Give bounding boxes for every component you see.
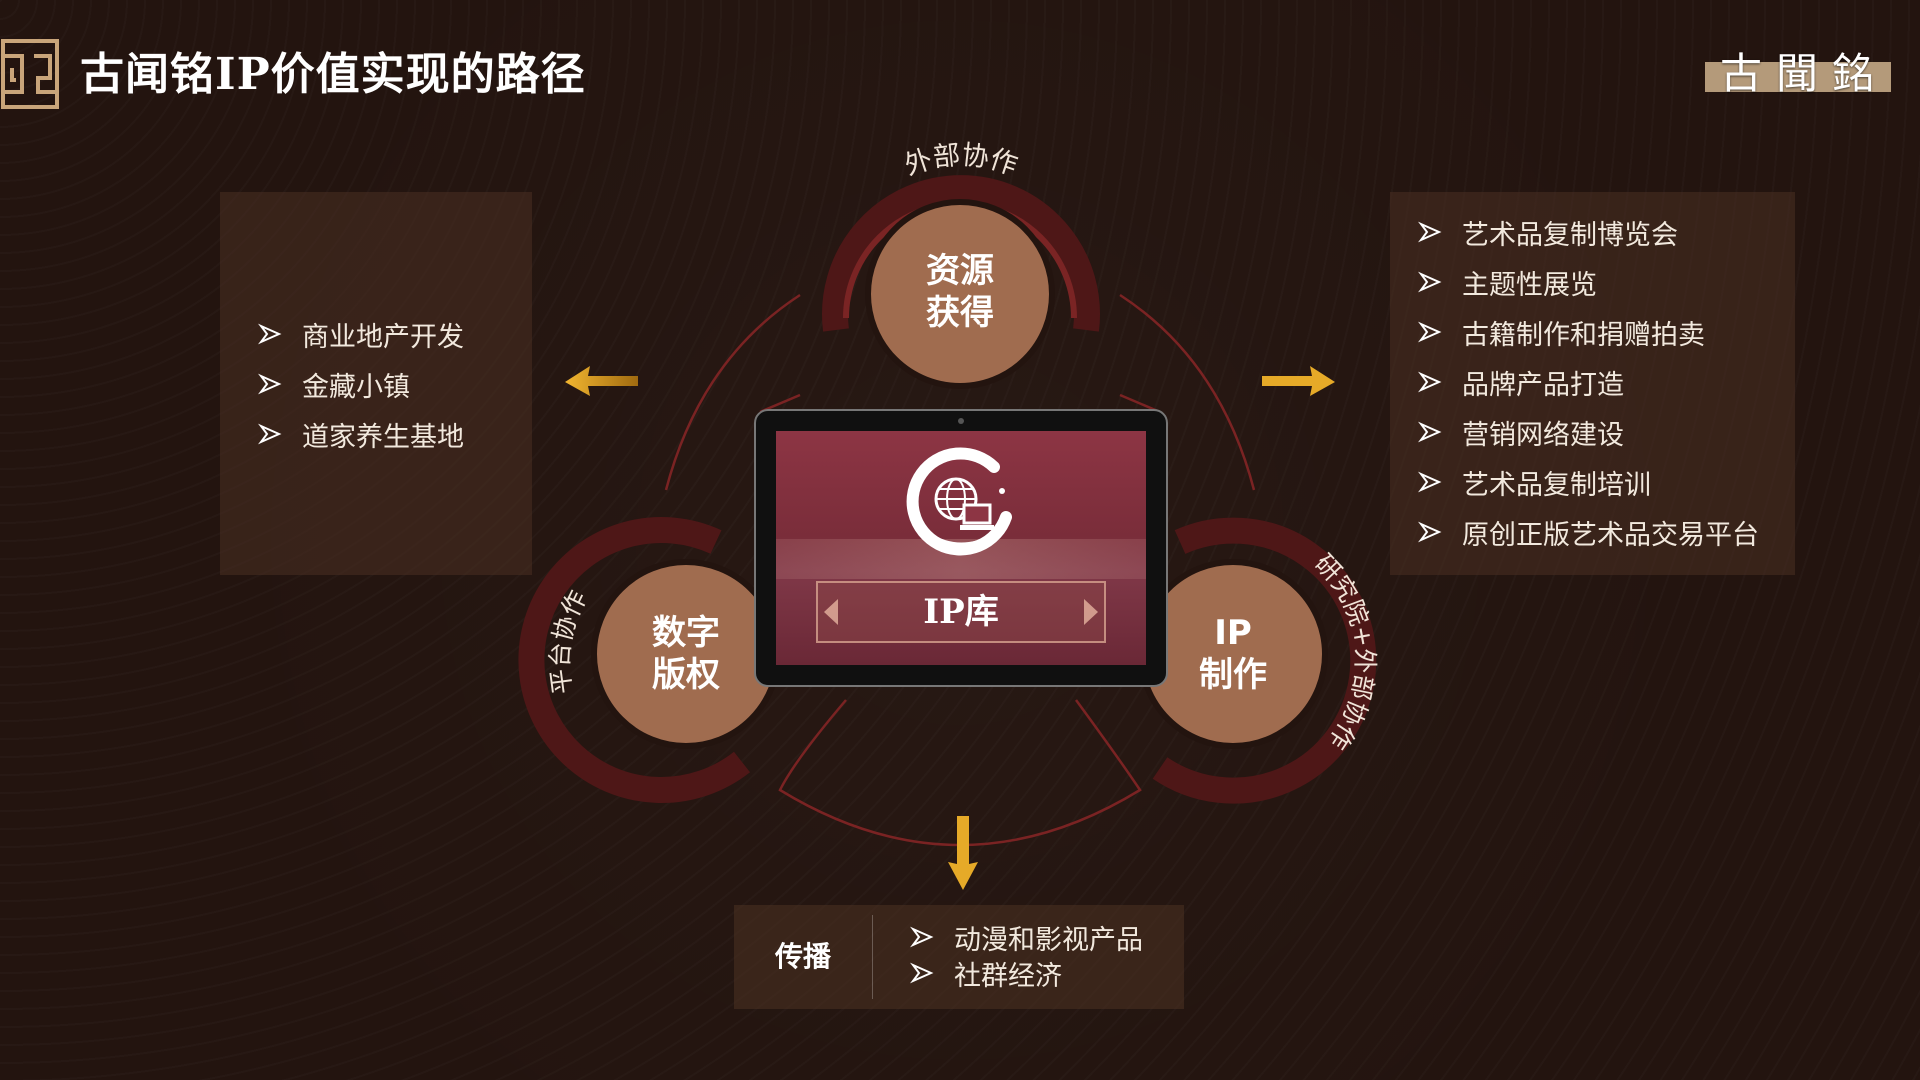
circle-label-line: 资源 xyxy=(926,251,994,291)
chevron-right-icon xyxy=(1418,371,1442,393)
left-panel-list: 商业地产开发 金藏小镇 道家养生基地 xyxy=(258,309,464,459)
list-item: 金藏小镇 xyxy=(258,359,464,409)
arrow-down-icon xyxy=(948,816,978,890)
plaque-ornament-right xyxy=(1084,599,1098,625)
spread-divider xyxy=(872,915,873,999)
ring-left xyxy=(518,516,751,803)
list-item-text: 社群经济 xyxy=(954,960,1062,992)
chevron-right-icon xyxy=(1418,521,1442,543)
right-panel: 艺术品复制博览会 主题性展览 古籍制作和捐赠拍卖 品牌产品打造 营销网络建设 艺… xyxy=(1390,192,1795,575)
list-item-text: 金藏小镇 xyxy=(302,371,410,403)
circle-label-line: IP xyxy=(1214,613,1252,653)
chevron-right-icon xyxy=(1418,221,1442,243)
circle-label-line: 获得 xyxy=(926,293,994,333)
spread-box: 传播 动漫和影视产品 社群经济 xyxy=(734,905,1184,1009)
list-item: 主题性展览 xyxy=(1418,257,1759,307)
list-item-text: 艺术品复制培训 xyxy=(1462,469,1651,501)
circle-label-right: IP 制作 xyxy=(1173,612,1293,696)
list-item-text: 品牌产品打造 xyxy=(1462,369,1624,401)
spread-title: 传播 xyxy=(774,940,831,973)
list-item-text: 艺术品复制博览会 xyxy=(1462,219,1678,251)
list-item: 商业地产开发 xyxy=(258,309,464,359)
ring-right xyxy=(1152,517,1377,804)
list-item: 原创正版艺术品交易平台 xyxy=(1418,507,1759,557)
chevron-right-icon xyxy=(1418,471,1442,493)
chevron-right-icon xyxy=(258,323,282,345)
chevron-right-icon xyxy=(258,373,282,395)
list-item: 艺术品复制博览会 xyxy=(1418,207,1759,257)
list-item: 品牌产品打造 xyxy=(1418,357,1759,407)
circle-top xyxy=(865,199,1055,389)
list-item: 动漫和影视产品 xyxy=(910,919,1143,956)
ip-library-label: IP库 xyxy=(923,592,999,632)
list-item-text: 原创正版艺术品交易平台 xyxy=(1462,519,1759,551)
right-panel-list: 艺术品复制博览会 主题性展览 古籍制作和捐赠拍卖 品牌产品打造 营销网络建设 艺… xyxy=(1418,207,1759,557)
list-item: 营销网络建设 xyxy=(1418,407,1759,457)
tablet-frame: IP库 xyxy=(754,409,1168,687)
circle-label-line: 制作 xyxy=(1199,655,1267,695)
chevron-right-icon xyxy=(910,962,934,984)
circle-label-line: 版权 xyxy=(652,655,720,695)
arrow-left-icon xyxy=(565,366,638,396)
chevron-right-icon xyxy=(258,423,282,445)
list-item-text: 营销网络建设 xyxy=(1462,419,1624,451)
tablet-camera xyxy=(958,418,964,424)
globe-computer-icon xyxy=(906,447,1012,556)
list-item-text: 主题性展览 xyxy=(1462,269,1597,301)
chevron-right-icon xyxy=(910,926,934,948)
chevron-right-icon xyxy=(1418,321,1442,343)
tablet-screen: IP库 xyxy=(776,431,1146,665)
chevron-right-icon xyxy=(1418,421,1442,443)
ip-library-plaque: IP库 xyxy=(816,581,1106,643)
circle-label-line: 数字 xyxy=(652,613,720,653)
list-item: 社群经济 xyxy=(910,955,1143,992)
list-item-text: 古籍制作和捐赠拍卖 xyxy=(1462,319,1705,351)
list-item-text: 商业地产开发 xyxy=(302,321,464,353)
list-item-text: 道家养生基地 xyxy=(302,421,464,453)
chevron-right-icon xyxy=(1418,271,1442,293)
left-panel: 商业地产开发 金藏小镇 道家养生基地 xyxy=(220,192,532,575)
circle-label-left: 数字 版权 xyxy=(626,612,746,696)
brand-logo-text: 古聞銘 xyxy=(1720,49,1889,98)
list-item-text: 动漫和影视产品 xyxy=(954,924,1143,956)
fret-logo-icon xyxy=(1,39,59,109)
page-title: 古闻铭IP价值实现的路径 xyxy=(80,49,586,100)
plaque-ornament-left xyxy=(824,599,838,625)
list-item: 古籍制作和捐赠拍卖 xyxy=(1418,307,1759,357)
circle-label-top: 资源 获得 xyxy=(900,250,1020,334)
list-item: 艺术品复制培训 xyxy=(1418,457,1759,507)
brand-ribbon xyxy=(1705,62,1891,92)
arrow-right-icon xyxy=(1262,366,1335,396)
list-item: 道家养生基地 xyxy=(258,409,464,459)
spread-list: 动漫和影视产品 社群经济 xyxy=(910,919,1143,992)
